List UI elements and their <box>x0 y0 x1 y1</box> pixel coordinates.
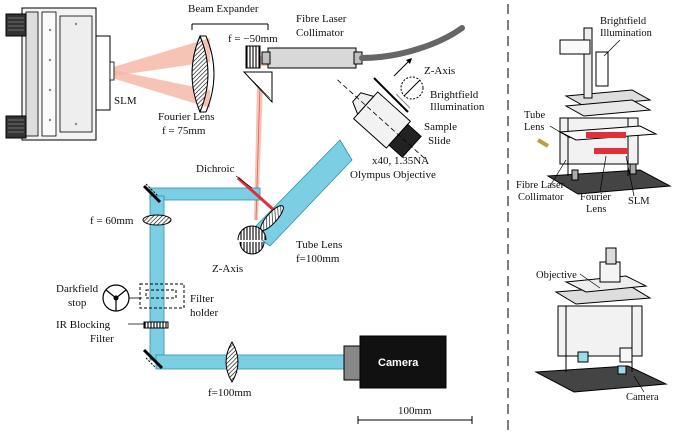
label-darkfield: Darkfield <box>56 283 99 295</box>
slm-device <box>5 7 115 141</box>
label-r-fibre: Fibre Laser <box>516 180 565 191</box>
brightfield-lamp <box>400 76 424 100</box>
camera-body <box>343 335 447 389</box>
beam-expander-bracket <box>191 23 269 30</box>
label-brightfield: Brightfield <box>430 89 479 101</box>
label-r-collimator: Collimator <box>518 192 564 203</box>
label-tube-f: f=100mm <box>296 253 340 265</box>
label-r-lens: Lens <box>524 122 544 133</box>
label-objective-name: Olympus Objective <box>350 169 436 181</box>
left-top-mirror <box>142 183 162 204</box>
fibre-laser-collimator <box>261 25 465 69</box>
label-f-100-bottom: f=100mm <box>208 387 252 399</box>
label-r-brightfield: Brightfield <box>600 16 647 27</box>
label-illumination: Illumination <box>430 101 485 113</box>
filter-holder <box>139 283 185 309</box>
label-sample: Sample <box>424 121 457 133</box>
label-r-illumination: Illumination <box>600 28 653 39</box>
assembly-view-top <box>536 27 672 195</box>
microscope-objective <box>337 79 427 161</box>
label-filter: Filter <box>190 293 214 305</box>
left-bottom-mirror <box>142 348 164 370</box>
fourier-lens <box>191 34 215 114</box>
sample-slide <box>373 77 411 113</box>
z-axis-bottom-mirror <box>237 225 267 255</box>
label-f-60: f = 60mm <box>90 215 134 227</box>
darkfield-stop <box>102 284 142 312</box>
label-objective-na: x40, 1.35NA <box>372 155 429 167</box>
ir-blocking-filter <box>143 321 169 329</box>
assembly-view-bottom <box>534 247 668 393</box>
z-axis-top-arrow <box>393 58 412 77</box>
label-dichroic: Dichroic <box>196 163 235 175</box>
label-holder: holder <box>190 307 218 319</box>
scale-bar <box>357 416 473 424</box>
label-r-tube: Tube <box>524 110 546 121</box>
label-darkfield-stop: stop <box>68 297 87 309</box>
label-collimator: Collimator <box>296 27 344 39</box>
label-slide: Slide <box>428 135 451 147</box>
label-ir-filter: Filter <box>90 333 114 345</box>
camera-lens-100 <box>225 341 239 383</box>
label-z-axis-bottom: Z-Axis <box>212 263 243 275</box>
leader-lines <box>128 39 645 393</box>
relay-lens-60 <box>142 214 172 226</box>
label-f-neg50: f = −50mm <box>228 33 278 45</box>
label-scale-bar: 100mm <box>398 405 432 417</box>
diagram-labels: Beam Expander f = −50mm Fibre Laser Coll… <box>56 3 659 417</box>
label-r-slm: SLM <box>628 196 650 207</box>
dichroic-mirror <box>236 176 278 214</box>
negative-lens <box>245 45 261 69</box>
label-camera-body: Camera <box>378 357 419 369</box>
label-tube-lens: Tube Lens <box>296 239 342 251</box>
label-beam-expander: Beam Expander <box>188 3 259 15</box>
label-r-fourier-lens: Lens <box>586 204 606 215</box>
label-fourier-lens: Fourier Lens <box>158 111 215 123</box>
label-z-axis-top: Z-Axis <box>424 65 455 77</box>
label-r-camera: Camera <box>626 392 659 403</box>
label-ir-blocking: IR Blocking <box>56 319 111 331</box>
label-slm: SLM <box>114 95 137 107</box>
fold-mirror-prism <box>242 71 273 104</box>
label-fibre-laser: Fibre Laser <box>296 13 347 25</box>
label-r-fourier: Fourier <box>580 192 611 203</box>
label-fourier-f: f = 75mm <box>162 125 206 137</box>
label-r-objective: Objective <box>536 270 577 281</box>
